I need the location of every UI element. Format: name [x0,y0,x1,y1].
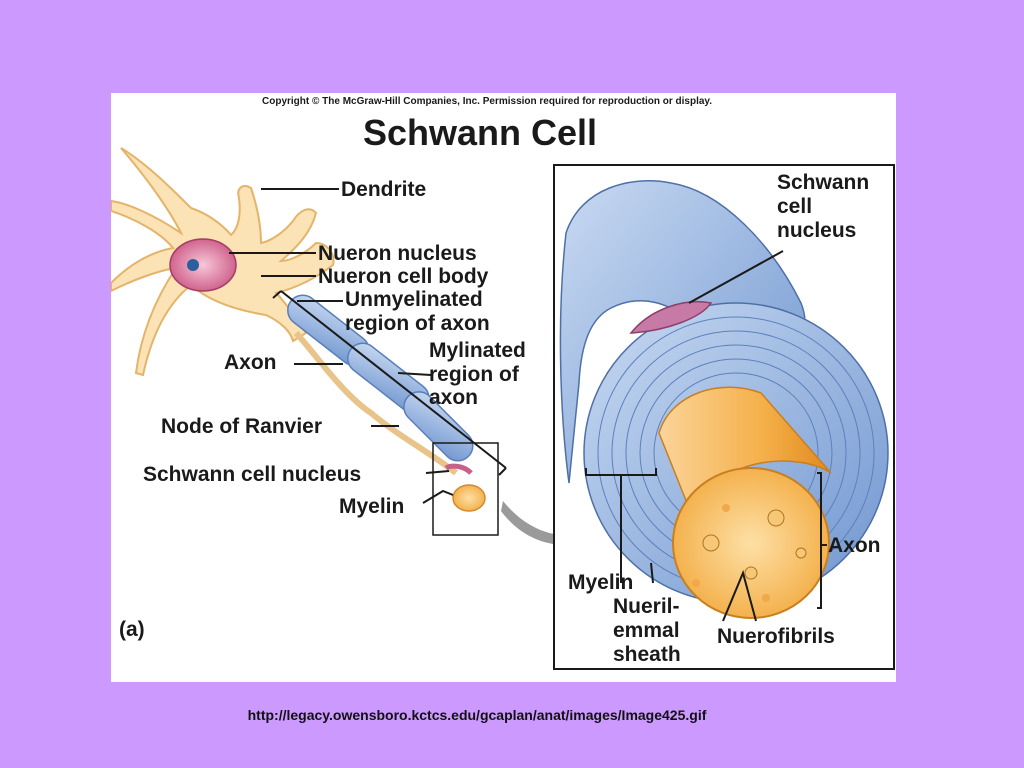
detail-label-neurilemmal-2: emmal [613,619,680,642]
label-dendrite: Dendrite [341,178,426,201]
detail-label-neurilemmal-1: Nueril- [613,595,680,618]
axon-cross-section [658,386,832,619]
label-unmyelinated-2: region of axon [345,312,490,335]
label-axon: Axon [224,351,277,374]
label-mylinated-2: region of [429,363,520,386]
label-node-of-ranvier: Node of Ranvier [161,415,322,438]
detail-label-schwann-3: nucleus [777,219,856,242]
label-unmyelinated-1: Unmyelinated [345,288,483,311]
label-mylinated-3: axon [429,386,478,409]
detail-label-axon: Axon [828,534,881,557]
panel-label: (a) [119,618,145,641]
detail-label-neurilemmal-3: sheath [613,643,681,666]
detail-label-myelin: Myelin [568,571,633,594]
detail-label-neurofibrils: Nuerofibrils [717,625,835,648]
bracket-ends [272,290,507,476]
neuron-cell-body-illustration [111,147,335,377]
inset-box [432,442,499,536]
detail-label-schwann-2: cell [777,195,812,218]
copyright-text: Copyright © The McGraw-Hill Companies, I… [262,96,712,107]
diagram-svg: Copyright © The McGraw-Hill Companies, I… [111,96,895,670]
detail-label-schwann-1: Schwann [777,171,869,194]
source-url-text: http://legacy.owensboro.kctcs.edu/gcapla… [247,707,707,723]
label-myelin: Myelin [339,495,404,518]
label-mylinated-1: Mylinated [429,339,526,362]
label-neuron-cell-body: Nueron cell body [318,265,489,288]
schwann-cell-figure: Copyright © The McGraw-Hill Companies, I… [111,93,896,682]
label-neuron-nucleus: Nueron nucleus [318,242,477,265]
label-schwann-cell-nucleus: Schwann cell nucleus [143,463,361,486]
figure-title: Schwann Cell [363,112,597,153]
myelinated-region-bracket [280,290,507,469]
